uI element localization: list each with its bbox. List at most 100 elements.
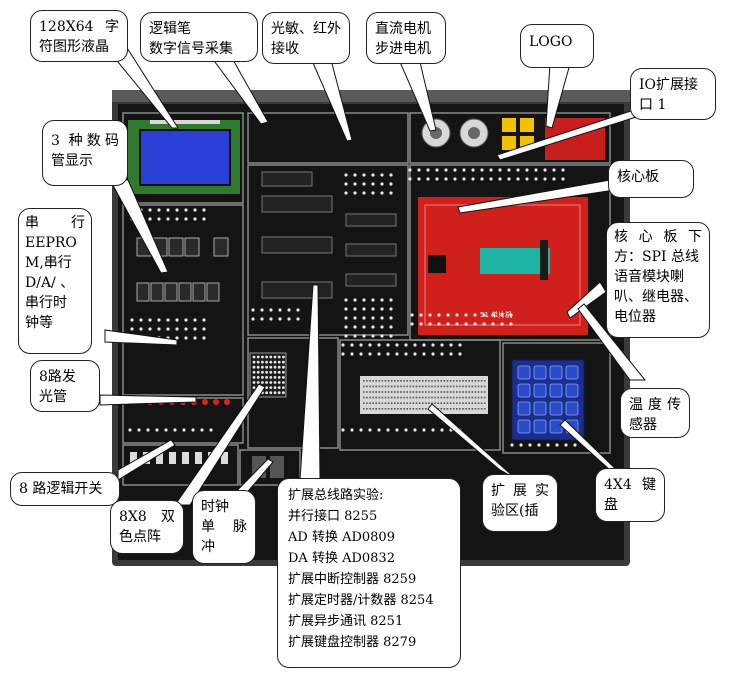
breadboard-hole [446, 385, 449, 388]
dot-led [269, 355, 273, 359]
keypad-key [517, 419, 531, 434]
zif-socket [480, 248, 550, 274]
breadboard-hole [434, 396, 436, 399]
breadboard-hole [369, 396, 371, 399]
breadboard-hole [462, 396, 464, 399]
pin [458, 343, 462, 347]
yellow-button-1 [502, 118, 516, 132]
dot-led [265, 360, 268, 364]
breadboard-hole [381, 402, 384, 404]
callout-clock-line3: 冲 [201, 539, 215, 555]
breadboard-hole [462, 380, 464, 382]
dot-led [277, 386, 281, 389]
breadboard-hole [474, 396, 477, 399]
breadboard-hole [465, 380, 467, 382]
callout-below-core-line5: 电位器 [614, 309, 656, 325]
breadboard-hole [390, 402, 393, 404]
dot-led [269, 381, 273, 384]
breadboard-hole [403, 391, 405, 393]
callout-logic-pen: 逻辑笔 数字信号采集 [140, 12, 258, 62]
pin [543, 168, 547, 172]
pin [440, 343, 444, 347]
pin [344, 173, 348, 177]
pin [353, 173, 357, 177]
logic-switch [182, 452, 189, 464]
yellow-button-3 [502, 136, 516, 150]
pin [380, 298, 384, 302]
breadboard-hole [443, 391, 446, 393]
pin [148, 217, 152, 221]
breadboard-hole [456, 408, 458, 410]
breadboard-hole [434, 380, 436, 382]
pin [344, 191, 348, 195]
callout-serial-line4: D/A/ 、 [25, 275, 75, 291]
pin [362, 173, 366, 177]
dot-led [273, 355, 277, 359]
pin [200, 428, 204, 432]
breadboard-hole [480, 391, 483, 393]
callout-serial: 串 行 EEPRO M,串行 D/A/ 、 串行时 钟等 [18, 208, 92, 354]
pin [202, 327, 206, 331]
breadboard-hole [446, 408, 449, 410]
breadboard-hole [480, 396, 483, 399]
pin [362, 298, 366, 302]
breadboard-hole [409, 408, 412, 410]
callout-switch8: 8 路逻辑开关 [10, 472, 120, 506]
breadboard-hole [480, 385, 483, 388]
pin [362, 325, 366, 329]
breadboard-hole [456, 396, 458, 399]
breadboard-hole [400, 402, 402, 404]
breadboard-hole [421, 385, 424, 388]
pin [184, 318, 188, 322]
breadboard-hole [387, 396, 390, 399]
callout-below-core-line4: 叭、继电器、 [614, 289, 698, 305]
breadboard-hole [397, 408, 399, 410]
breadboard-hole [363, 385, 365, 388]
leader-below-core [566, 281, 607, 319]
pin [278, 308, 282, 312]
breadboard-hole [397, 380, 399, 382]
pin [377, 428, 381, 432]
logic-switch [195, 452, 202, 464]
breadboard-hole [415, 402, 418, 404]
breadboard-hole [431, 402, 433, 404]
pin [525, 177, 529, 181]
pin [525, 168, 529, 172]
breadboard-hole [452, 408, 455, 410]
breadboard-hole [378, 402, 381, 404]
dot-matrix-leds [252, 355, 285, 395]
keypad-key [517, 365, 531, 380]
callout-light-ir: 光敏、红外 接收 [262, 12, 350, 64]
breadboard-hole [462, 408, 464, 410]
breadboard-hole [384, 380, 387, 382]
breadboard-hole [483, 408, 486, 410]
breadboard-hole [474, 391, 477, 393]
callout-lcd: 128X64 字 符图形液晶 [30, 10, 128, 62]
callout-io-expand: IO扩展接 口 1 [630, 68, 716, 120]
pin [368, 343, 372, 347]
pin [473, 322, 477, 326]
core-chip [428, 255, 446, 273]
keypad-key [549, 401, 563, 416]
breadboard-hole [366, 391, 368, 393]
pin [353, 298, 357, 302]
breadboard-hole [480, 380, 483, 382]
breadboard-hole [443, 380, 446, 382]
leader-temp [577, 303, 647, 381]
breadboard-hole [459, 402, 461, 404]
dot-led [269, 370, 273, 374]
pin [480, 177, 484, 181]
callout-bus-line5: 扩展中断控制器 8259 [288, 572, 417, 587]
pin [193, 336, 197, 340]
callout-logic-pen-line1: 逻辑笔 [149, 21, 191, 37]
pin [202, 318, 206, 322]
breadboard-hole [459, 380, 461, 382]
breadboard-hole [449, 402, 452, 404]
breadboard-hole [415, 408, 418, 410]
breadboard-hole [446, 396, 449, 399]
callout-io-expand-line2: 口 1 [639, 97, 667, 113]
pin [344, 325, 348, 329]
pin [359, 428, 363, 432]
pin [561, 168, 565, 172]
breadboard-hole [468, 391, 470, 393]
